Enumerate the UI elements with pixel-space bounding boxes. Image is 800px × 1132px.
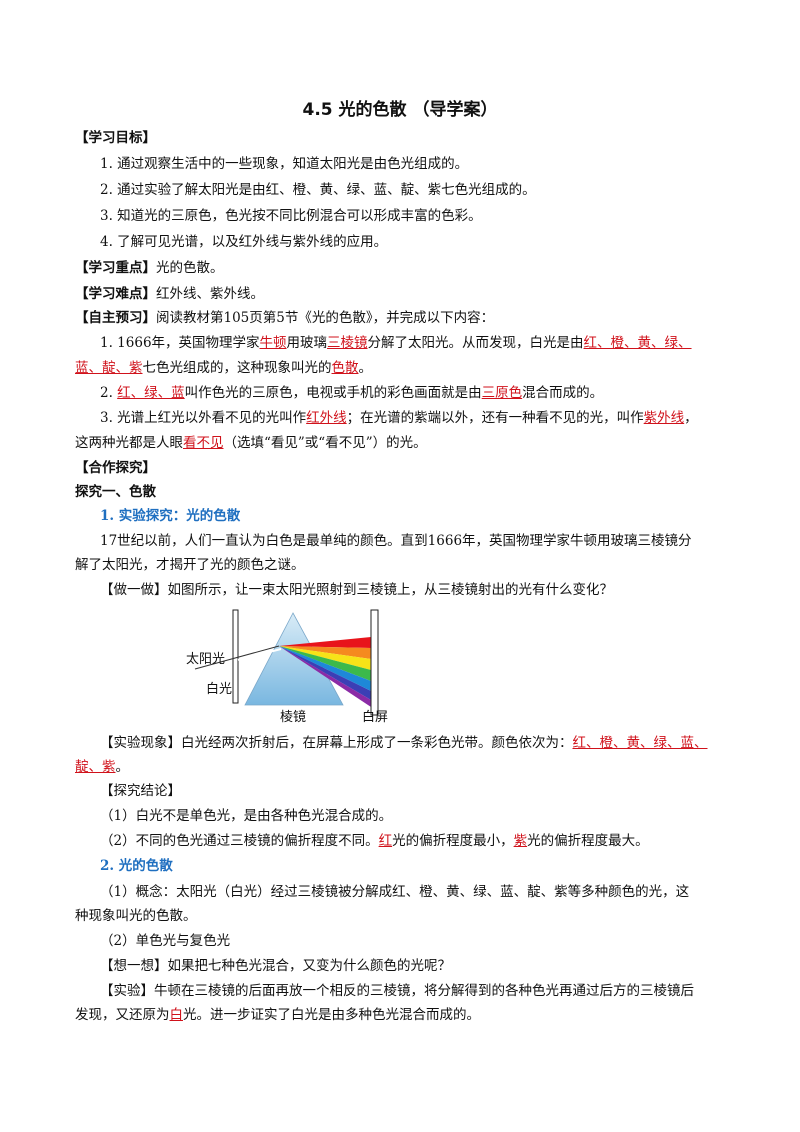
label-screen: 白屏 [362,710,389,725]
q3-text: 3. 光谱上红光以外看不见的光叫作 [100,410,307,426]
difficulty-line: 【学习难点】红外线、紫外线。 [75,284,735,304]
q3-answer: 红外线 [306,410,347,426]
conclusion-1: （1）白光不是单色光，是由各种色光混合成的。 [100,808,393,824]
c2-text: 光的偏折程度最小， [392,833,514,849]
preview-q3-line2: 这两种光都是人眼看不见（选填“看见”或“看不见”）的光。 [75,433,735,453]
label-line-sun [194,645,280,670]
focus-line: 【学习重点】光的色散。 [75,258,735,278]
label-white-light: 白光 [206,682,233,697]
q3-answer: 紫外线 [643,410,685,426]
goal-item: 1. 通过观察生活中的一些现象，知道太阳光是由色光组成的。 [100,156,469,172]
phenomenon-answer: 红、橙、黄、绿、蓝、 [572,735,708,751]
conclusion-2: （2）不同的色光通过三棱镜的偏折程度不同。红光的偏折程度最小，紫光的偏折程度最大… [100,831,760,851]
q1-answer: 蓝、靛、紫 [75,360,143,376]
q1-text: 七色光组成的，这种现象叫光的 [142,360,332,376]
page-title: 4.5 光的色散 （导学案） [302,100,498,120]
intro-line2: 解了太阳光，才揭开了光的颜色之谜。 [75,557,305,573]
q1-text: 用玻璃 [286,335,328,351]
try-prompt: 【做一做】如图所示，让一束太阳光照射到三棱镜上，从三棱镜射出的光有什么变化？ [100,582,613,598]
q3-text: ；在光谱的紫端以外，还有一种看不见的光，叫作 [346,410,644,426]
c2-answer: 紫 [513,833,528,849]
part1-heading: 探究一、色散 [75,484,156,500]
q1-answer: 红、橙、黄、绿、 [583,335,692,351]
phenomenon-line1: 【实验现象】白光经两次折射后，在屏幕上形成了一条彩色光带。颜色依次为：红、橙、黄… [100,733,760,753]
q2-answer: 三原色 [481,385,523,401]
q2-text: 混合而成的。 [522,385,604,401]
q1-text: 分解了太阳光。从而发现，白光是由 [367,335,584,351]
slit-board [232,609,239,704]
exp-text: 发现，又还原为 [75,1007,170,1023]
goal-item: 4. 了解可见光谱，以及红外线与紫外线的应用。 [100,234,388,250]
intro-line1: 17世纪以前，人们一直认为白色是最单纯的颜色。直到1666年，英国物理学家牛顿用… [100,533,692,549]
preview-text: 阅读教材第105页第5节《光的色散》，并完成以下内容： [156,310,495,326]
q3-answer: 看不见 [183,435,224,451]
exp-text: 光。进一步证实了白光是由多种色光混合而成的。 [183,1007,480,1023]
goal-item: 2. 通过实验了解太阳光是由红、橙、黄、绿、蓝、靛、紫七色光组成的。 [100,182,536,198]
phenomenon-text: 【实验现象】白光经两次折射后，在屏幕上形成了一条彩色光带。颜色依次为： [100,735,573,751]
phenomenon-answer: 靛、紫 [75,759,116,775]
white-light-beam [237,648,282,661]
goal-item: 3. 知道光的三原色，色光按不同比例混合可以形成丰富的色彩。 [100,208,482,224]
mono-heading: （2）单色光与复色光 [100,933,231,949]
coop-heading: 【合作探究】 [75,460,156,476]
band-violet [279,646,371,707]
goals-heading: 【学习目标】 [75,130,156,146]
c2-answer: 红 [378,833,393,849]
section2-title: 2. 光的色散 [100,858,173,874]
q1-text: 1. 1666年，英国物理学家 [100,335,260,351]
difficulty-text: 红外线、紫外线。 [156,286,264,302]
think-prompt: 【想一想】如果把七种色光混合，又变为什么颜色的光呢？ [100,958,451,974]
q1-answer: 牛顿 [259,335,287,351]
c2-text: 光的偏折程度最大。 [527,833,649,849]
q1-answer: 三棱镜 [327,335,368,351]
focus-text: 光的色散。 [156,260,224,276]
q2-answer: 红、绿、蓝 [117,385,185,401]
concept-line1: （1）概念：太阳光（白光）经过三棱镜被分解成红、橙、黄、绿、蓝、靛、紫等多种颜色… [100,884,690,900]
experiment-line1: 【实验】牛顿在三棱镜的后面再放一个相反的三棱镜，将分解得到的各种色光再通过后方的… [100,983,694,999]
preview-line: 【自主预习】阅读教材第105页第5节《光的色散》，并完成以下内容： [75,308,735,328]
focus-label: 【学习重点】 [75,260,156,276]
prism-figure [175,605,405,725]
concept-line2: 种现象叫光的色散。 [75,908,197,924]
preview-q3-line1: 3. 光谱上红光以外看不见的光叫作红外线；在光谱的紫端以外，还有一种看不见的光，… [100,408,760,428]
white-screen [370,609,379,716]
preview-label: 【自主预习】 [75,310,156,326]
phenomenon-text: 。 [115,759,130,775]
preview-q2: 2. 红、绿、蓝叫作色光的三原色，电视或手机的彩色画面就是由三原色混合而成的。 [100,383,760,403]
label-sunlight: 太阳光 [186,652,226,667]
band-red [279,637,371,648]
exp-answer: 白 [169,1007,184,1023]
q1-text: 。 [358,360,373,376]
c2-text: （2）不同的色光通过三棱镜的偏折程度不同。 [100,833,379,849]
q2-text: 2. [100,385,118,401]
experiment-line2: 发现，又还原为白光。进一步证实了白光是由多种色光混合而成的。 [75,1005,735,1025]
preview-q1-line2: 蓝、靛、紫七色光组成的，这种现象叫光的色散。 [75,358,735,378]
preview-q1-line1: 1. 1666年，英国物理学家牛顿用玻璃三棱镜分解了太阳光。从而发现，白光是由红… [100,333,760,353]
section1-title: 1. 实验探究：光的色散 [100,508,241,524]
q3-text: ， [684,410,698,426]
difficulty-label: 【学习难点】 [75,286,156,302]
q3-text: （选填“看见”或“看不见”）的光。 [223,435,427,451]
q2-text: 叫作色光的三原色，电视或手机的彩色画面就是由 [184,385,482,401]
q3-text: 这两种光都是人眼 [75,435,183,451]
conclusion-label: 【探究结论】 [100,783,181,799]
phenomenon-line2: 靛、紫。 [75,757,735,777]
q1-answer: 色散 [331,360,359,376]
label-prism: 棱镜 [280,710,307,725]
